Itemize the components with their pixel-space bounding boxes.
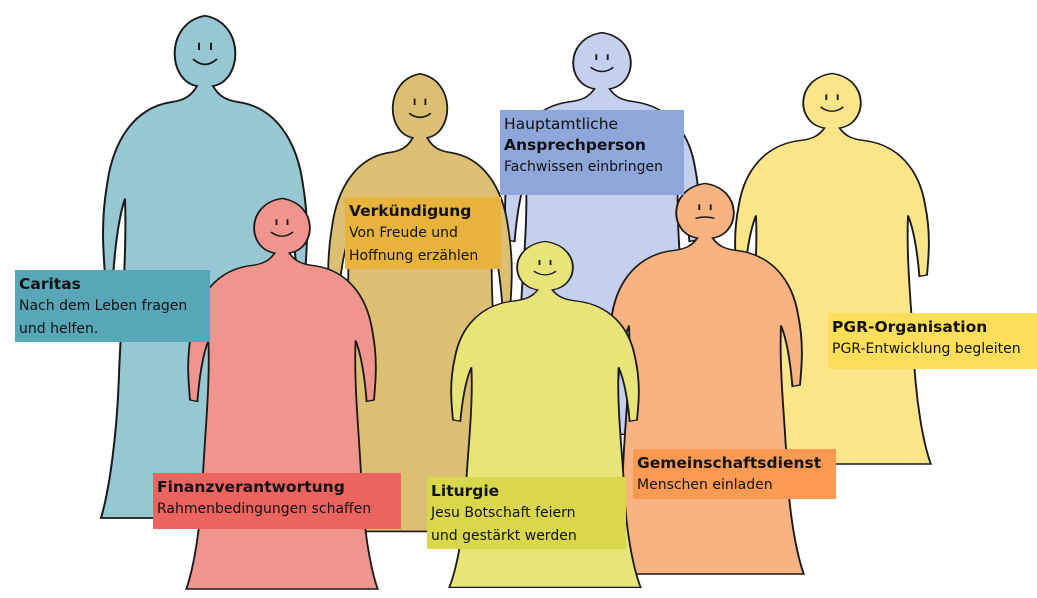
verkuendigung-figure [325,72,515,533]
hauptamt-line0: Hauptamtliche [504,115,619,133]
verkuendigung-label: Verkündigung Von Freude und Hoffnung erz… [345,197,501,269]
finanz-title: Finanzverantwortung [157,478,345,496]
liturgie-figure [448,240,642,589]
caritas-line1: Nach dem Leben fragen [19,298,188,314]
verkuendigung-title: Verkündigung [349,202,472,220]
liturgie-line2: und gestärkt werden [431,528,577,544]
gemein-title: Gemeinschaftsdienst [637,454,822,472]
pgr-label: PGR-Organisation PGR-Entwicklung begleit… [828,313,1037,369]
gemein-figure [605,182,805,575]
finanz-figure [185,197,379,590]
pgr-title: PGR-Organisation [832,318,988,336]
caritas-figure [100,14,310,520]
caritas-title: Caritas [19,275,81,293]
finanz-label: Finanzverantwortung Rahmenbedingungen sc… [153,473,401,529]
caritas-line2: und helfen. [19,321,99,337]
hauptamt-figure [502,31,702,436]
caritas-label: Caritas Nach dem Leben fragen und helfen… [15,270,210,342]
pgr-line1: PGR-Entwicklung begleiten [832,341,1021,357]
finanz-line1: Rahmenbedingungen schaffen [157,501,372,517]
hauptamt-line1: Fachwissen einbringen [504,159,663,175]
liturgie-title: Liturgie [431,482,500,500]
liturgie-line1: Jesu Botschaft feiern [431,505,576,521]
hauptamt-title: Ansprechperson [504,136,646,154]
gemein-line1: Menschen einladen [637,477,773,493]
verkuendigung-line1: Von Freude und [349,225,458,241]
verkuendigung-line2: Hoffnung erzählen [349,248,479,264]
pgr-figure [732,72,932,465]
hauptamt-label: Hauptamtliche Ansprechperson Fachwissen … [500,110,684,195]
liturgie-label: Liturgie Jesu Botschaft feiern und gestä… [427,477,626,549]
gemein-label: Gemeinschaftsdienst Menschen einladen [633,449,836,499]
